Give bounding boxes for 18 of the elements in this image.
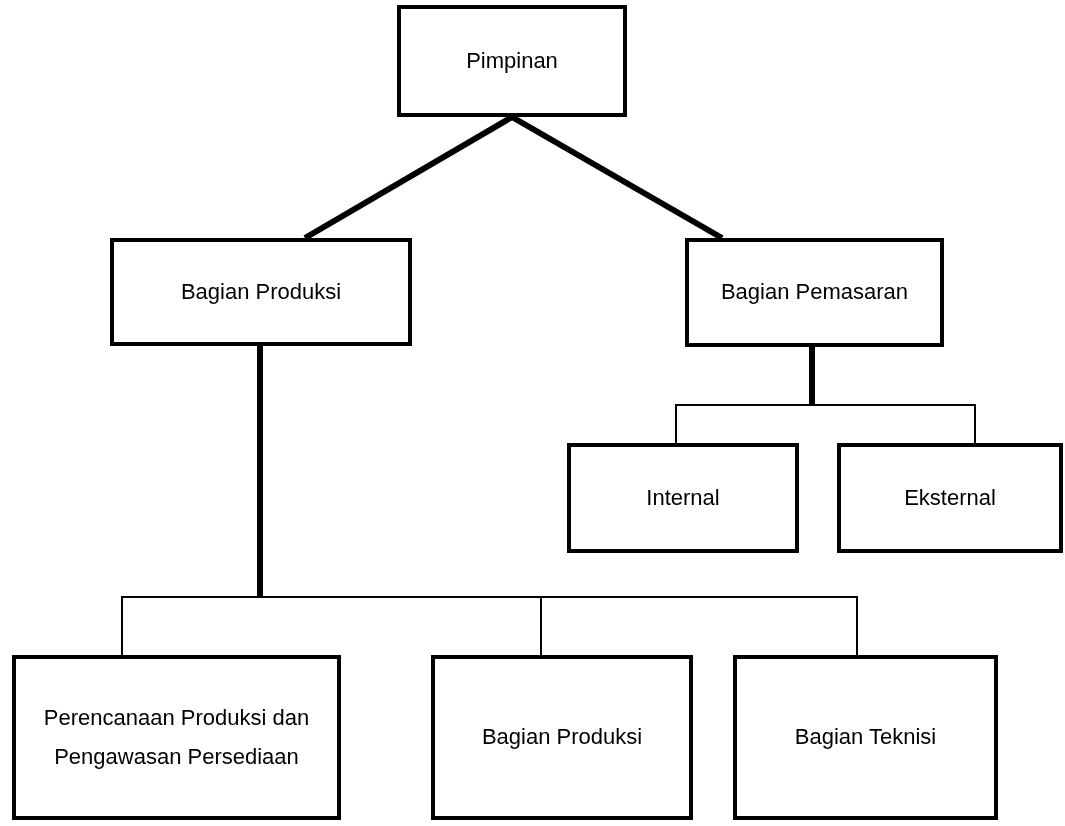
org-box (733, 655, 998, 820)
org-box (837, 443, 1063, 553)
box-label: Bagian Produksi (481, 723, 643, 752)
connector-trunk (809, 347, 815, 404)
org-box (685, 238, 944, 347)
box-label: Perencanaan Produksi dan Pengawasan Persediaan (42, 704, 311, 771)
box-label: Internal (646, 483, 720, 512)
box-label: Bagian Produksi (180, 277, 342, 306)
connector-trunk (257, 346, 263, 596)
box-label: Bagian Teknisi (794, 723, 937, 752)
org-box (110, 238, 412, 346)
box-label: Eksternal (904, 483, 996, 512)
org-box (431, 655, 693, 820)
org-box (12, 655, 341, 820)
org-box (397, 5, 627, 117)
box-label: Bagian Pemasaran (720, 278, 909, 307)
box-label: Pimpinan (466, 46, 558, 75)
org-box (567, 443, 799, 553)
